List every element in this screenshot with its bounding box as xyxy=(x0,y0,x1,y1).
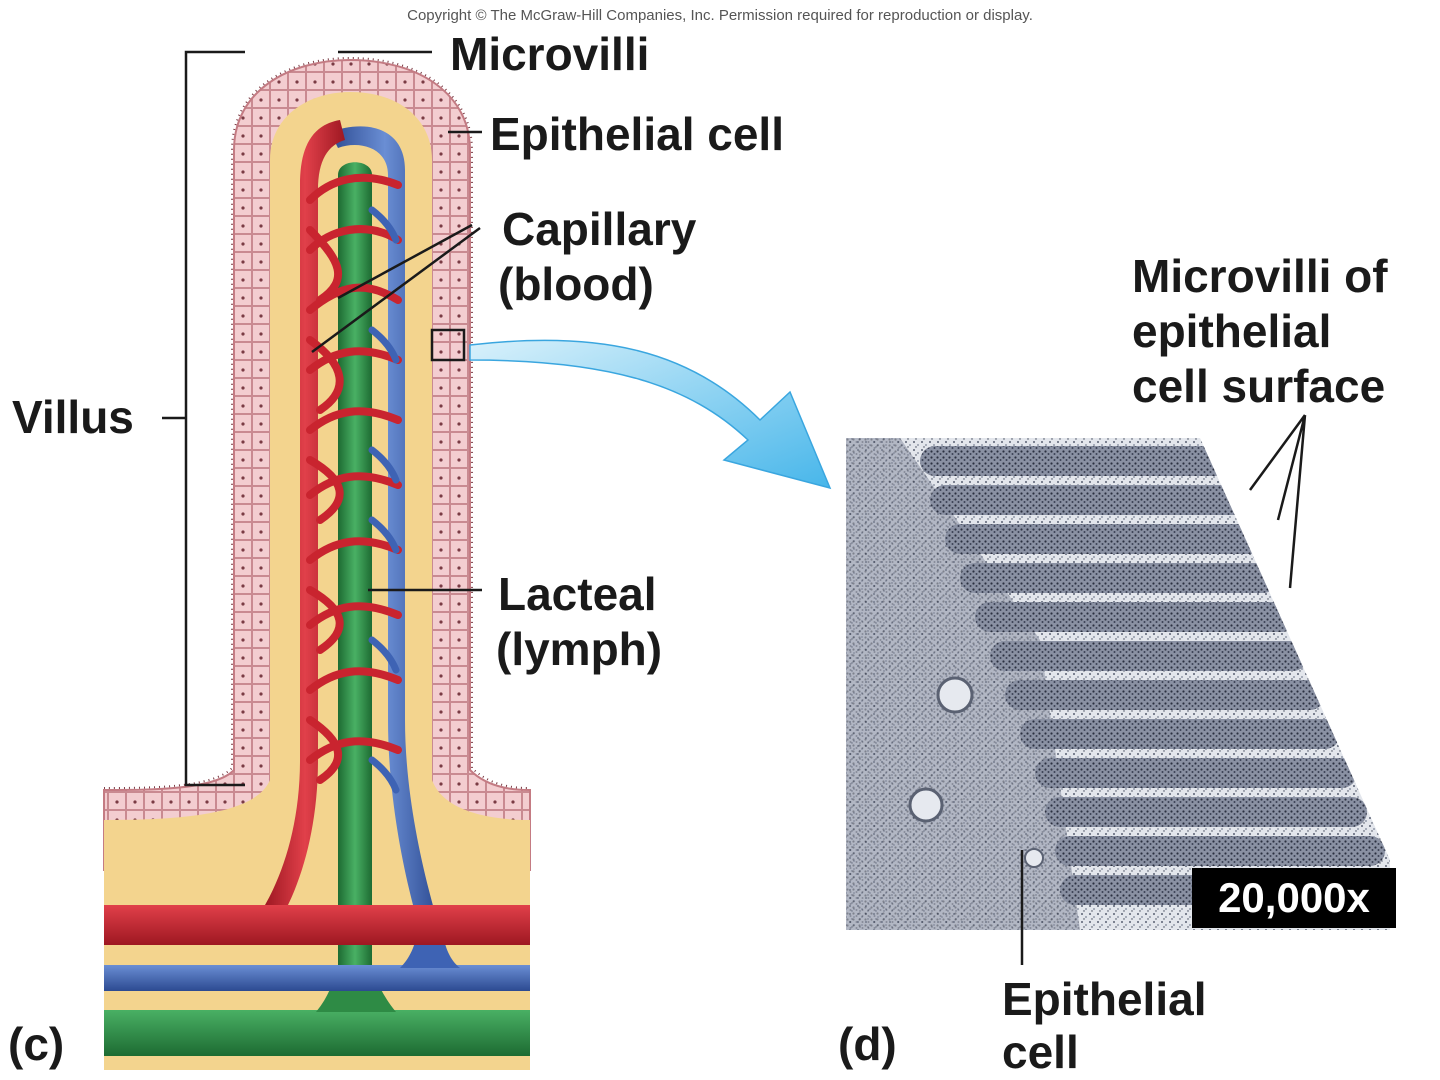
copyright-text: Copyright © The McGraw-Hill Companies, I… xyxy=(407,7,1033,24)
vesicle xyxy=(1024,848,1044,868)
label-microvilli-of: Microvilli of xyxy=(1132,250,1388,302)
villus-bracket xyxy=(162,50,245,787)
magnified-region-box xyxy=(430,328,466,362)
magnification-text: 20,000x xyxy=(1218,874,1370,921)
arteriole-base xyxy=(104,905,530,945)
microvilli-fringe xyxy=(103,56,531,789)
lacteal-vessel xyxy=(338,162,372,1010)
panel-label-c: (c) xyxy=(8,1018,64,1070)
label-lacteal: Lacteal xyxy=(498,568,657,620)
villus-diagram: Microvilli Epithelial cell Capillary (bl… xyxy=(8,28,784,1070)
vesicle xyxy=(936,676,974,714)
label-capillary: Capillary xyxy=(502,203,697,255)
label-epithelial-cell-d-2: cell xyxy=(1002,1026,1079,1078)
label-microvilli: Microvilli xyxy=(450,28,649,80)
label-villus: Villus xyxy=(12,391,134,443)
magnification-arrow xyxy=(469,339,832,490)
capillary-network xyxy=(306,173,402,784)
microvilli-fingers xyxy=(920,446,1390,905)
label-epithelial: epithelial xyxy=(1132,305,1331,357)
vein-join xyxy=(400,930,460,968)
capillary-leader-1 xyxy=(337,223,473,300)
vesicle xyxy=(908,787,944,823)
label-cell-surface: cell surface xyxy=(1132,360,1385,412)
capillary-leader-2 xyxy=(311,226,481,354)
venous-capillary-network xyxy=(368,206,400,794)
microvilli-surface-leader xyxy=(1248,414,1307,589)
label-lacteal-lymph: (lymph) xyxy=(496,623,662,675)
venule-base xyxy=(104,965,530,991)
panel-label-d: (d) xyxy=(838,1018,897,1070)
label-epithelial-cell-d: Epithelial xyxy=(1002,973,1206,1025)
artery-vessel xyxy=(265,120,345,905)
label-epithelial-cell: Epithelial cell xyxy=(490,108,784,160)
magnification-badge xyxy=(1192,868,1396,928)
micrograph xyxy=(846,438,1390,930)
lymph-vessel-base xyxy=(104,1010,530,1056)
label-capillary-blood: (blood) xyxy=(498,258,654,310)
